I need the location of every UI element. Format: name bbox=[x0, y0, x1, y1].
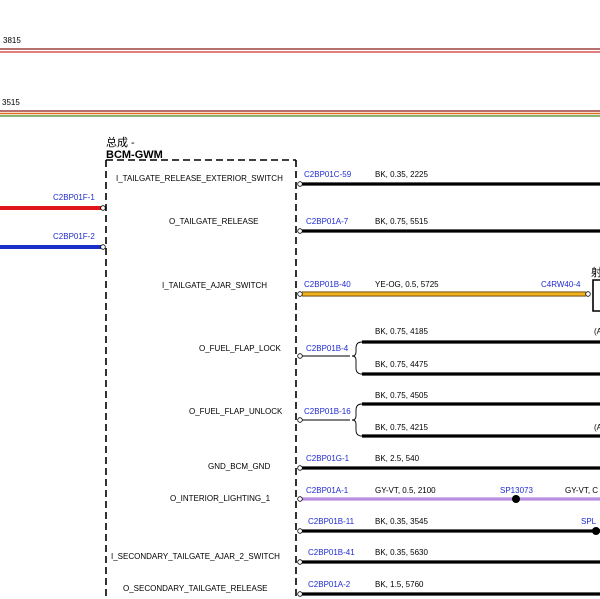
signal-row[interactable]: I_TAILGATE_RELEASE_EXTERIOR_SWITCH C2BP0… bbox=[116, 170, 600, 187]
signal-row[interactable]: O_FUEL_FLAP_UNLOCK C2BP01B-16 BK, 0.75, … bbox=[189, 391, 600, 438]
signal-row[interactable]: C2BP01B-11 BK, 0.35, 3545 SPL bbox=[297, 517, 600, 535]
signal-name: O_TAILGATE_RELEASE bbox=[169, 217, 259, 226]
wire-id-mid: 3515 bbox=[2, 98, 20, 107]
wire-spec: BK, 0.35, 3545 bbox=[375, 517, 428, 526]
pin-label: C2BP01B-16 bbox=[304, 407, 351, 416]
wire-spec: GY-VT, 0.5, 2100 bbox=[375, 486, 436, 495]
signal-row[interactable]: I_TAILGATE_AJAR_SWITCH C2BP01B-40 YE-OG,… bbox=[162, 265, 600, 312]
wire-spec-2: BK, 0.75, 4475 bbox=[375, 360, 428, 369]
pin-label: C2BP01G-1 bbox=[306, 454, 350, 463]
wire-spec: BK, 1.5, 5760 bbox=[375, 580, 424, 589]
wire-spec: BK, 2.5, 540 bbox=[375, 454, 420, 463]
right-tag: (A bbox=[594, 327, 600, 336]
left-connector-blue[interactable]: C2BP01F-2 bbox=[0, 232, 106, 250]
signal-name: I_SECONDARY_TAILGATE_AJAR_2_SWITCH bbox=[111, 552, 280, 561]
left-connector-red[interactable]: C2BP01F-1 bbox=[0, 193, 106, 211]
module-name: BCM-GWM bbox=[106, 149, 163, 161]
splice-dot[interactable] bbox=[592, 527, 600, 535]
pin-label: C2BP01A-2 bbox=[308, 580, 351, 589]
pin-label: C2BP01B-40 bbox=[304, 280, 351, 289]
signal-name: I_TAILGATE_AJAR_SWITCH bbox=[162, 281, 267, 290]
pin-label: C2BP01F-1 bbox=[53, 193, 95, 202]
wire-spec: BK, 0.35, 5630 bbox=[375, 548, 428, 557]
module-box bbox=[105, 159, 297, 599]
pin-label: C2BP01B-11 bbox=[308, 517, 355, 526]
splice-label: SP13073 bbox=[500, 486, 533, 495]
signal-name: O_FUEL_FLAP_LOCK bbox=[199, 344, 281, 353]
pin-label: C2BP01A-1 bbox=[306, 486, 349, 495]
signal-row[interactable]: O_FUEL_FLAP_LOCK C2BP01B-4 BK, 0.75, 418… bbox=[199, 327, 600, 376]
end-pin-label: C4RW40-4 bbox=[541, 280, 581, 289]
signal-row[interactable]: O_SECONDARY_TAILGATE_RELEASE C2BP01A-2 B… bbox=[123, 580, 600, 597]
top-wire-bundle: 3815 bbox=[0, 36, 600, 53]
wire-spec: BK, 0.35, 2225 bbox=[375, 170, 428, 179]
signal-name: GND_BCM_GND bbox=[208, 462, 270, 471]
pin-label: C2BP01B-4 bbox=[306, 344, 349, 353]
signal-row[interactable]: I_SECONDARY_TAILGATE_AJAR_2_SWITCH C2BP0… bbox=[111, 548, 600, 565]
splice-dot[interactable] bbox=[512, 495, 520, 503]
wire-spec: BK, 0.75, 5515 bbox=[375, 217, 428, 226]
module-name-cn: 总成 - bbox=[106, 135, 135, 149]
signal-name: I_TAILGATE_RELEASE_EXTERIOR_SWITCH bbox=[116, 174, 283, 183]
pin-label: C2BP01B-41 bbox=[308, 548, 355, 557]
signal-row[interactable]: O_INTERIOR_LIGHTING_1 C2BP01A-1 GY-VT, 0… bbox=[170, 486, 600, 503]
wire-spec-after: GY-VT, C bbox=[565, 486, 598, 495]
wire-spec: YE-OG, 0.5, 5725 bbox=[375, 280, 439, 289]
wire-id-top: 3815 bbox=[3, 36, 21, 45]
pin-label: C2BP01F-2 bbox=[53, 232, 95, 241]
signal-row[interactable]: O_TAILGATE_RELEASE C2BP01A-7 BK, 0.75, 5… bbox=[169, 217, 600, 234]
wire-spec-2: BK, 0.75, 4215 bbox=[375, 423, 428, 432]
right-tag: (A bbox=[594, 423, 600, 432]
pin-label: C2BP01A-7 bbox=[306, 217, 349, 226]
signal-name: O_INTERIOR_LIGHTING_1 bbox=[170, 494, 271, 503]
pin-label: C2BP01C-59 bbox=[304, 170, 352, 179]
signal-row[interactable]: GND_BCM_GND C2BP01G-1 BK, 2.5, 540 bbox=[208, 454, 600, 471]
splice-label: SPL bbox=[581, 517, 597, 526]
wire-spec: BK, 0.75, 4505 bbox=[375, 391, 428, 400]
mid-wire-bundle: 3515 bbox=[0, 98, 600, 117]
signal-name: O_FUEL_FLAP_UNLOCK bbox=[189, 407, 283, 416]
signal-name: O_SECONDARY_TAILGATE_RELEASE bbox=[123, 584, 268, 593]
wire-spec: BK, 0.75, 4185 bbox=[375, 327, 428, 336]
right-module-label: 射 bbox=[591, 265, 600, 279]
